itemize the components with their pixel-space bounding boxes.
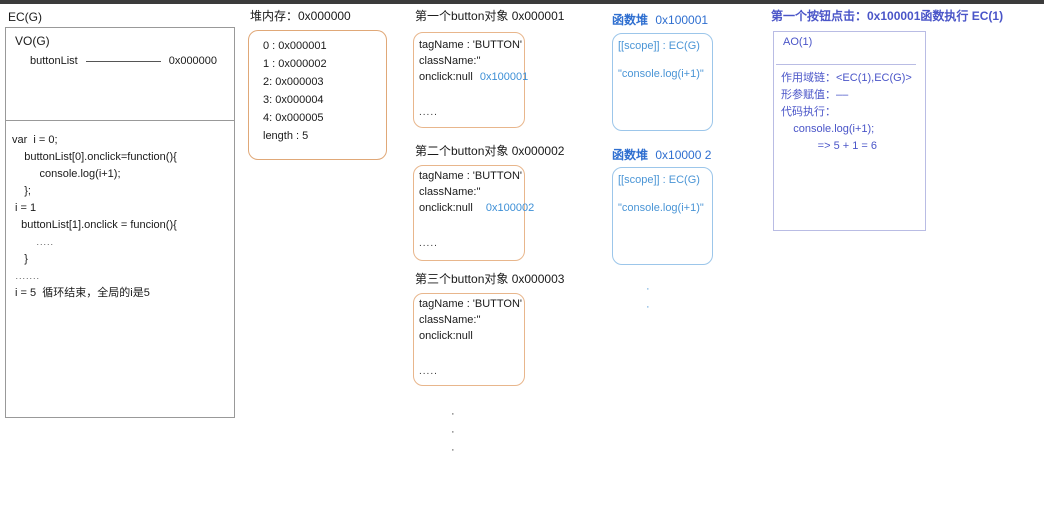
button-object-3-tagname: tagName : 'BUTTON' (419, 298, 523, 310)
button-object-1-onclick: onclick:null (419, 71, 473, 83)
ellipsis-dot: · (646, 283, 650, 295)
top-dark-strip (0, 0, 1044, 4)
button-object-2-ellipsis: ..... (419, 238, 438, 249)
code-line-5: buttonList[1].onclick = funcion(){ (12, 219, 177, 231)
ao-row-0: 作用域链：<EC(1),EC(G)> (781, 72, 912, 84)
function-heaps-ellipsis-dots: · · (646, 280, 650, 316)
button-object-1-ellipsis: ..... (419, 107, 438, 118)
button-object-3-box (413, 293, 525, 386)
code-line-1: buttonList[0].onclick=function(){ (12, 151, 177, 163)
ellipsis-dot: · (451, 408, 455, 420)
function-heap-1-title-label: 函数堆 (612, 13, 649, 27)
function-heap-1-code: "console.log(i+1)" (618, 68, 704, 80)
execution-context-body: 作用域链：<EC(1),EC(G)> 形参赋值：–– 代码执行： console.l… (781, 70, 912, 155)
function-heap-1-address: 0x100001 (655, 13, 709, 27)
global-context-box (5, 27, 235, 418)
button-object-2-onclick-address: 0x100002 (485, 202, 535, 214)
heap-entry-5: length : 5 (263, 130, 309, 142)
code-line-2: console.log(i+1); (12, 168, 121, 180)
code-line-8: ....... (12, 271, 41, 281)
button-object-2-onclick-row: onclick:null 0x100002 (419, 200, 534, 216)
code-line-3: }; (12, 185, 31, 197)
heap-memory-title: 堆内存：0x000000 (250, 9, 351, 23)
function-heap-2-scope: [[scope]] : EC(G) (618, 174, 700, 186)
button-object-1-body: tagName : 'BUTTON' className:'' onclick:… (419, 37, 528, 121)
function-heap-2-box (612, 167, 713, 265)
vo-divider (5, 120, 235, 121)
function-heap-2-title-label: 函数堆 (612, 148, 649, 162)
button-object-2-onclick: onclick:null (419, 202, 473, 214)
heap-memory-entries: 0 : 0x000001 1 : 0x000002 2: 0x000003 3: 0x… (263, 37, 327, 145)
ao-row-2: 代码执行： (781, 106, 836, 118)
code-line-4: i = 1 (12, 202, 37, 214)
button-object-3-onclick: onclick:null (419, 330, 473, 342)
function-heap-2-body: [[scope]] : EC(G) "console.log(i+1)" (618, 172, 704, 216)
button-object-3-title: 第三个button对象 0x000003 (415, 272, 565, 286)
button-object-2-box (413, 165, 525, 261)
button-object-3-ellipsis: ..... (419, 366, 438, 377)
heap-entry-3: 3: 0x000004 (263, 94, 324, 106)
function-heap-1-title: 函数堆 0x100001 (612, 13, 708, 27)
heap-entry-2: 2: 0x000003 (263, 76, 324, 88)
ao-row-1: 形参赋值：–– (781, 89, 849, 101)
pointer-line (85, 60, 161, 62)
button-object-1-tagname: tagName : 'BUTTON' (419, 39, 523, 51)
function-heap-1-scope: [[scope]] : EC(G) (618, 40, 700, 52)
ao-row-4: => 5 + 1 = 6 (781, 140, 878, 152)
function-heap-1-body: [[scope]] : EC(G) "console.log(i+1)" (618, 38, 704, 82)
code-line-6: ..... (12, 237, 55, 247)
ao-divider (776, 64, 916, 65)
button-object-1-box (413, 32, 525, 128)
button-object-1-classname: className:'' (419, 55, 481, 67)
button-object-2-classname: className:'' (419, 186, 481, 198)
button-object-2-title: 第二个button对象 0x000002 (415, 144, 565, 158)
buttonlist-variable-row: buttonList 0x000000 (30, 55, 230, 67)
function-heap-2-address: 0x10000 2 (655, 148, 712, 162)
ao-label: AO(1) (783, 36, 813, 48)
heap-memory-box (248, 30, 387, 160)
button-object-3-classname: className:'' (419, 314, 481, 326)
button-object-1-onclick-row: onclick:null 0x100001 (419, 69, 528, 85)
code-line-0: var i = 0; (12, 134, 58, 146)
code-line-7: } (12, 253, 28, 265)
function-heap-1-box (612, 33, 713, 131)
heap-entry-0: 0 : 0x000001 (263, 40, 327, 52)
global-code-block: var i = 0; buttonList[0].onclick=functio… (12, 132, 227, 302)
button-object-2-tagname: tagName : 'BUTTON' (419, 170, 523, 182)
button-object-1-title: 第一个button对象 0x000001 (415, 9, 565, 23)
button-object-3-body: tagName : 'BUTTON' className:'' onclick:… (419, 296, 522, 380)
vo-label: VO(G) (15, 34, 50, 48)
button-object-1-onclick-address: 0x100001 (479, 71, 529, 83)
buttonlist-variable-address: 0x000000 (168, 55, 218, 67)
code-line-9: i = 5 循环结束，全局的i是5 (12, 287, 150, 299)
ellipsis-dot: · (646, 301, 650, 313)
ao-row-3: console.log(i+1); (781, 123, 875, 135)
function-heap-2-title: 函数堆 0x10000 2 (612, 148, 711, 162)
heap-entry-1: 1 : 0x000002 (263, 58, 327, 70)
heap-entry-4: 4: 0x000005 (263, 112, 324, 124)
ellipsis-dot: · (451, 444, 455, 456)
function-heap-2-code: "console.log(i+1)" (618, 202, 704, 214)
ellipsis-dot: · (451, 426, 455, 438)
global-context-title: EC(G) (8, 10, 42, 24)
button-object-2-body: tagName : 'BUTTON' className:'' onclick:… (419, 168, 534, 252)
button-objects-ellipsis-dots: · · · (451, 405, 455, 459)
buttonlist-variable-name: buttonList (30, 55, 78, 67)
execution-context-title: 第一个按钮点击：0x100001函数执行 EC(1) (771, 9, 1004, 23)
